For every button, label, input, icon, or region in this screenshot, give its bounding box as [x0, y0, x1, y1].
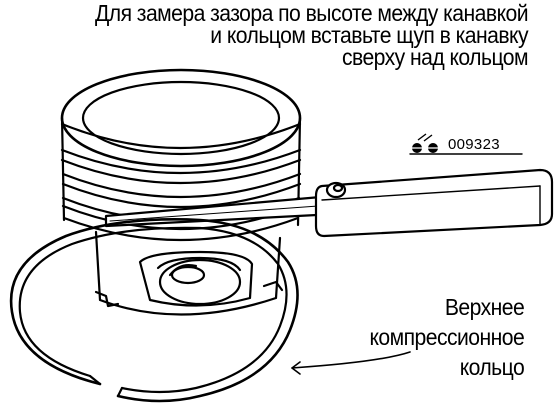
ring-label-line-2: компрессионное	[369, 324, 524, 350]
compression-ring	[9, 218, 299, 403]
instruction-caption: Для замера зазора по высоте между канавк…	[40, 0, 529, 70]
figure-code: 009323	[448, 136, 500, 153]
piston-crown	[60, 68, 302, 168]
ring-label-line-1: Верхнее	[444, 294, 525, 320]
caption-line-1: Для замера зазора по высоте между канавк…	[94, 0, 529, 26]
feeler-gauge	[104, 168, 554, 238]
wrench-icon	[412, 133, 438, 153]
ring-label-leader	[291, 351, 411, 369]
caption-line-3: сверху над кольцом	[341, 44, 529, 70]
ring-label: Верхнее компрессионное кольцо	[369, 292, 524, 382]
ring-label-line-3: кольцо	[459, 354, 524, 380]
caption-line-2: и кольцом вставьте щуп в канавку	[210, 22, 528, 48]
